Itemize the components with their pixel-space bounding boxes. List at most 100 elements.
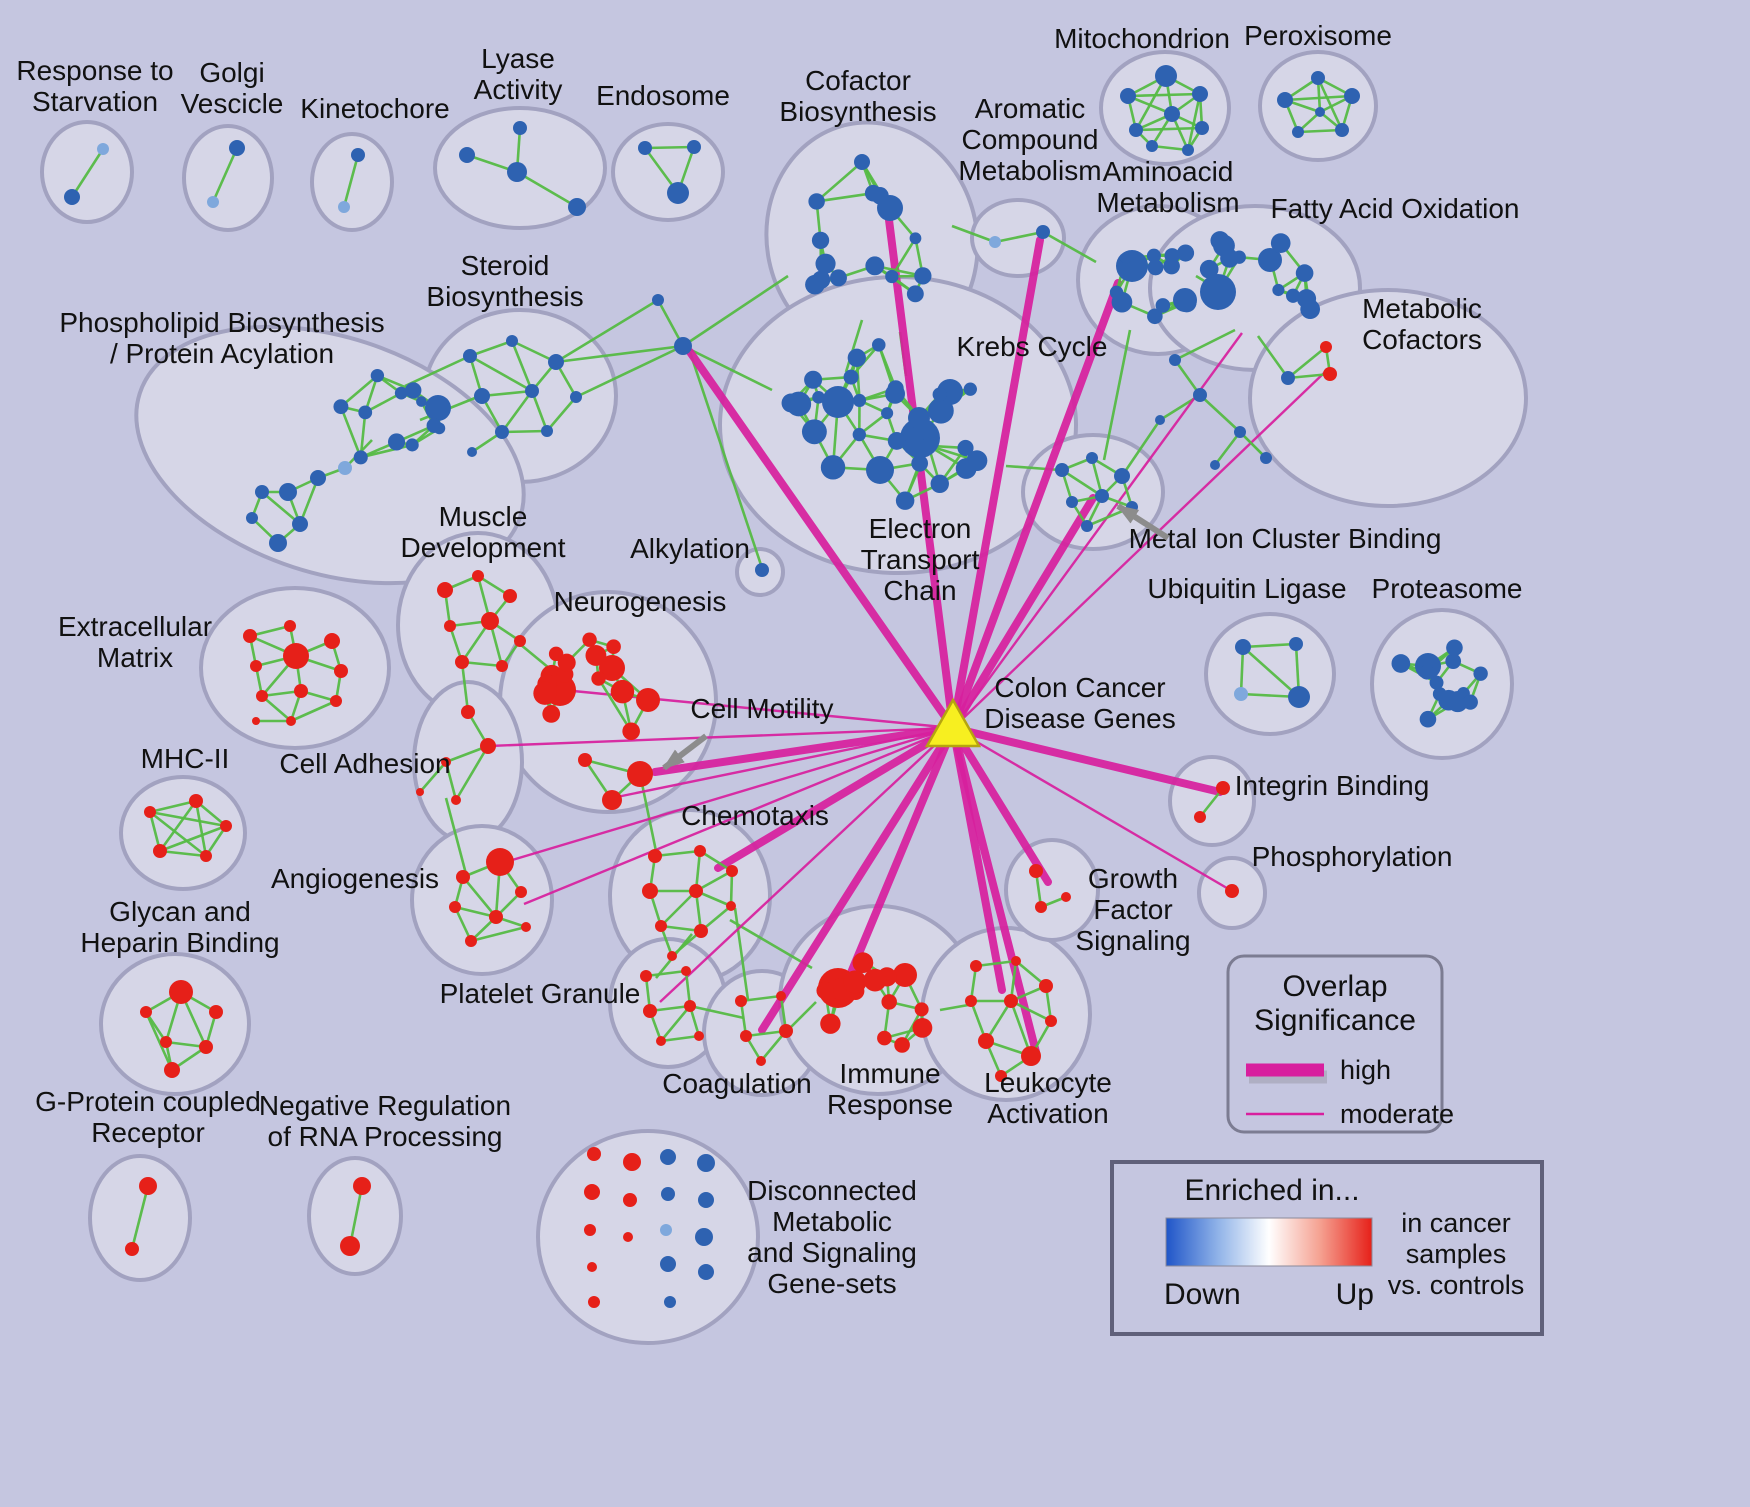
label-alkylation: Alkylation — [630, 533, 750, 564]
gene-set-node — [866, 456, 894, 484]
enrichment-context-text: in cancer — [1401, 1208, 1511, 1238]
gene-set-node — [674, 337, 692, 355]
label-immune-response: Response — [827, 1089, 953, 1120]
gene-set-node — [881, 994, 897, 1010]
enrichment-context-text: samples — [1406, 1239, 1507, 1269]
gene-set-node — [456, 870, 470, 884]
label-electron-transport-chain: Electron — [869, 513, 972, 544]
gene-set-node — [599, 655, 625, 681]
gene-set-node — [220, 820, 232, 832]
gene-set-edge — [211, 147, 239, 203]
gene-set-node — [776, 991, 786, 1001]
gene-set-edge — [682, 344, 773, 392]
label-coagulation: Coagulation — [662, 1068, 811, 1099]
label-metal-ion-cluster-binding: Metal Ion Cluster Binding — [1129, 523, 1442, 554]
gene-set-node — [852, 952, 874, 974]
gene-set-node — [351, 148, 365, 162]
gene-set-node — [340, 1236, 360, 1256]
gene-set-node — [1295, 264, 1314, 282]
gene-set-node — [514, 635, 526, 647]
gene-set-node — [582, 632, 597, 647]
label-kinetochore: Kinetochore — [300, 93, 449, 124]
gene-set-node — [843, 369, 859, 385]
gene-set-edge — [638, 773, 659, 857]
gene-set-node — [472, 570, 484, 582]
gene-set-node — [1111, 291, 1133, 313]
gene-set-edge — [555, 298, 659, 364]
overlap-link-high — [758, 724, 957, 1034]
gene-set-node — [877, 1030, 892, 1046]
gene-set-node — [627, 761, 653, 787]
gene-set-node — [515, 886, 527, 898]
gene-set-node — [97, 143, 109, 155]
label-aromatic-compound-metabolism: Compound — [962, 124, 1099, 155]
gene-set-node — [1234, 687, 1248, 701]
gene-set-edge — [815, 161, 863, 203]
gene-set-node — [623, 1193, 637, 1207]
gene-set-node — [1182, 144, 1194, 156]
gene-set-edge — [1186, 93, 1202, 151]
gene-set-node — [681, 966, 691, 976]
gene-set-node — [1129, 123, 1143, 137]
gene-set-edge — [699, 849, 733, 873]
gene-set-edge — [787, 1001, 817, 1031]
overlap-link-moderate — [659, 727, 954, 1003]
enrichment-context-text: vs. controls — [1388, 1270, 1525, 1300]
gene-set-node — [1021, 1046, 1041, 1066]
significance-label-moderate: moderate — [1340, 1099, 1454, 1129]
layer-arrow — [662, 503, 1170, 771]
gene-set-node — [648, 849, 662, 863]
label-fatty-acid-oxidation: Fatty Acid Oxidation — [1270, 193, 1519, 224]
gene-set-node — [1232, 250, 1246, 264]
gene-set-edge — [1287, 372, 1331, 380]
gene-set-node — [756, 1056, 766, 1066]
gene-set-node — [255, 485, 269, 499]
gene-set-edge — [994, 230, 1044, 244]
label-extracellular-matrix: Matrix — [97, 642, 173, 673]
label-phosphorylation: Phosphorylation — [1252, 841, 1453, 872]
gene-set-edge — [290, 699, 337, 723]
gene-set-node — [405, 382, 422, 399]
gene-set-node — [667, 182, 689, 204]
label-metabolic-cofactors: Metabolic — [1362, 293, 1482, 324]
label-aromatic-compound-metabolism: Metabolism — [958, 155, 1101, 186]
gene-set-edge — [516, 170, 578, 209]
gene-set-node — [465, 935, 477, 947]
gene-set-node — [1004, 994, 1018, 1008]
gene-set-edge — [454, 745, 490, 801]
gene-set-edge — [1127, 92, 1201, 98]
gene-set-node — [661, 1187, 675, 1201]
gene-set-node — [1045, 1015, 1057, 1027]
gene-set-edge — [546, 396, 577, 432]
gene-set-node — [557, 653, 576, 672]
label-phospholipid-biosynthesis: / Protein Acylation — [110, 338, 334, 369]
gene-set-edge — [130, 1185, 150, 1250]
gene-set-edge — [70, 148, 105, 198]
gene-set-node — [542, 705, 561, 723]
gene-set-node — [1260, 250, 1282, 272]
gene-set-node — [914, 267, 932, 285]
gene-set-node — [812, 390, 825, 404]
gene-set-edge — [660, 890, 697, 927]
gene-set-node — [416, 396, 427, 407]
gene-set-edge — [340, 374, 379, 408]
gene-set-edge — [444, 761, 458, 801]
gene-set-node — [606, 639, 621, 654]
gene-set-node — [1029, 864, 1043, 878]
gene-set-edge — [261, 695, 292, 722]
gene-set-node — [387, 433, 406, 451]
gene-set-node — [843, 970, 867, 994]
gene-set-node — [441, 757, 451, 767]
label-lyase-activity: Lyase — [481, 43, 555, 74]
label-aromatic-compound-metabolism: Aromatic — [975, 93, 1085, 124]
gene-set-node — [481, 612, 499, 630]
gene-set-edge — [1242, 642, 1297, 649]
gene-set-node — [1116, 250, 1148, 282]
gene-set-node — [160, 1036, 172, 1048]
gene-set-node — [1285, 288, 1301, 303]
gene-set-node — [610, 679, 635, 704]
gene-set-node — [852, 427, 866, 442]
gene-set-node — [995, 1070, 1007, 1082]
label-cell-motility: Cell Motility — [690, 693, 833, 724]
gene-set-node — [881, 407, 894, 420]
